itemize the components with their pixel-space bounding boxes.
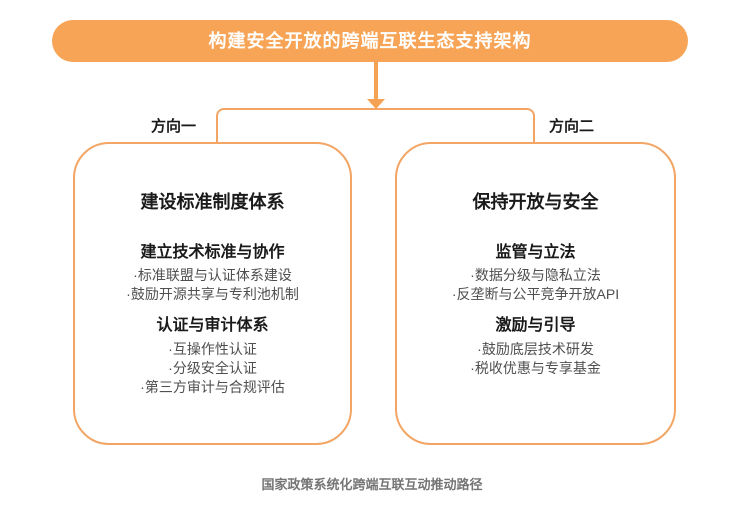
section-heading: 监管与立法 (495, 244, 576, 261)
section-item: ·税收优惠与专享基金 (470, 360, 601, 376)
branch-title: 保持开放与安全 (472, 192, 599, 212)
section-item: ·鼓励底层技术研发 (477, 341, 594, 357)
branch-connector (216, 108, 535, 142)
banner-title: 构建安全开放的跨端互联生态支持架构 (208, 31, 532, 51)
section-item: ·数据分级与隐私立法 (470, 267, 601, 283)
branch-label-direction-1: 方向一 (151, 118, 197, 135)
section-item: ·鼓励开源共享与专利池机制 (126, 286, 299, 302)
branch-label-direction-2: 方向二 (549, 118, 595, 135)
branch-title: 建设标准制度体系 (140, 192, 285, 212)
down-arrow-stem (374, 62, 378, 100)
branch-card-direction-2: 保持开放与安全 监管与立法 ·数据分级与隐私立法 ·反垄断与公平竞争开放API … (395, 142, 676, 445)
caption: 国家政策系统化跨端互联互动推动路径 (261, 477, 483, 492)
banner: 构建安全开放的跨端互联生态支持架构 (52, 20, 688, 62)
section-heading: 激励与引导 (495, 317, 576, 334)
section-item: ·互操作性认证 (168, 341, 257, 357)
section-heading: 建立技术标准与协作 (140, 244, 285, 261)
section-heading: 认证与审计体系 (156, 317, 269, 334)
section-item: ·第三方审计与合规评估 (140, 379, 285, 395)
branch-card-direction-1: 建设标准制度体系 建立技术标准与协作 ·标准联盟与认证体系建设 ·鼓励开源共享与… (73, 142, 352, 445)
section-item: ·反垄断与公平竞争开放API (451, 286, 620, 302)
down-arrow-icon (367, 99, 385, 109)
section-item: ·分级安全认证 (168, 360, 257, 376)
section-item: ·标准联盟与认证体系建设 (133, 267, 292, 283)
